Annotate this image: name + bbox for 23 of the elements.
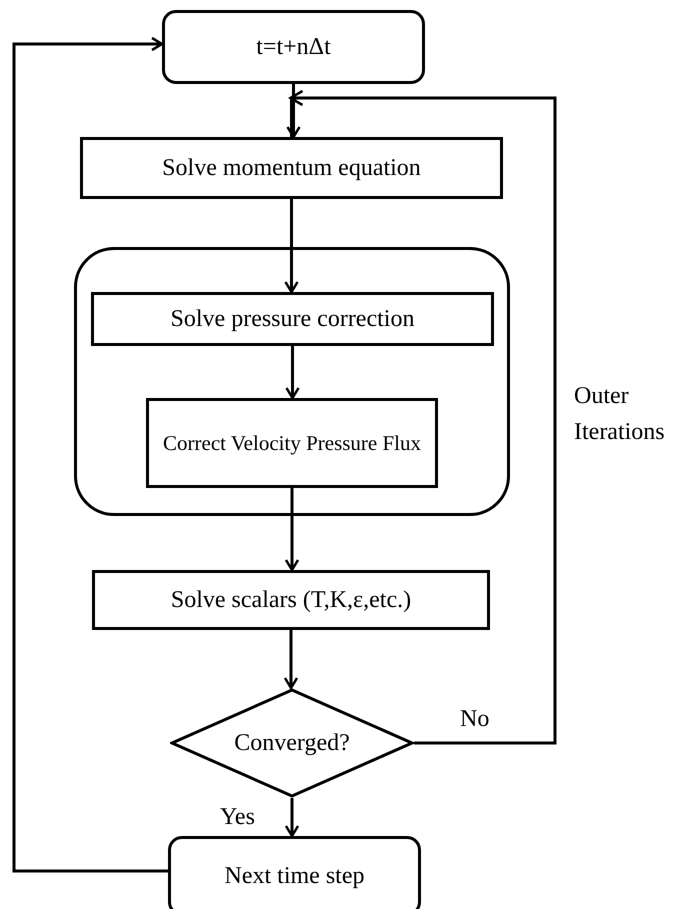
loop-label: Outer Iterations	[574, 382, 666, 447]
box-text: Solve momentum equation	[162, 154, 421, 183]
process-box	[146, 398, 438, 488]
arrow	[284, 798, 300, 838]
rounded-box	[168, 836, 421, 909]
arrow	[285, 346, 300, 400]
process-box	[92, 570, 490, 630]
box-text: Solve scalars (T,K,ε,etc.)	[170, 586, 412, 615]
process-box	[80, 137, 503, 199]
rounded-box	[162, 10, 425, 84]
decision-diamond	[170, 688, 414, 798]
arrow	[284, 488, 300, 572]
box-text: Next time step	[224, 862, 364, 891]
box-text: Correct Velocity Pressure Flux	[163, 430, 421, 457]
arrow	[284, 199, 299, 294]
arrow	[12, 36, 168, 872]
box-text: Converged?	[234, 728, 350, 758]
arrow	[284, 630, 298, 690]
box-text: t=t+nΔt	[256, 32, 331, 62]
process-box	[91, 292, 494, 346]
arrow	[286, 84, 301, 138]
box-text: Solve pressure correction	[170, 304, 414, 334]
group-frame	[74, 247, 510, 516]
